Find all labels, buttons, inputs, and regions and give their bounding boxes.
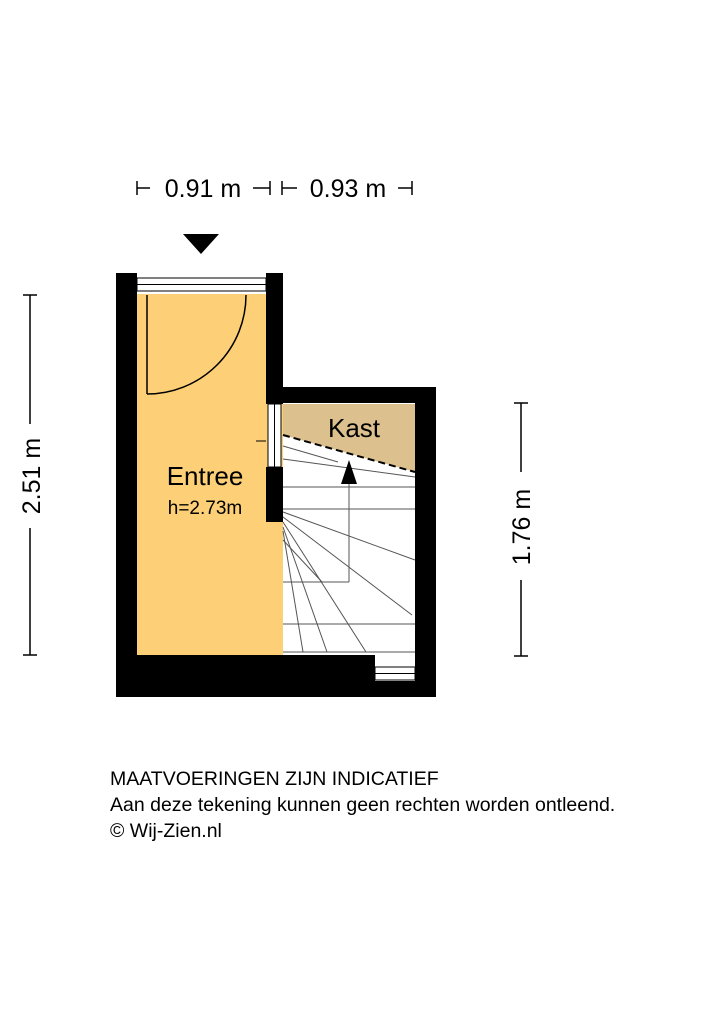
walls — [116, 273, 436, 697]
disclaimer-notes: MAATVOERINGEN ZIJN INDICATIEF Aan deze t… — [110, 766, 615, 844]
dimension-right-height: 1.76 m — [508, 489, 536, 565]
entrance-arrow-icon — [183, 234, 219, 254]
entrance-door — [146, 294, 247, 395]
dimension-top-left: 0.91 m — [165, 175, 241, 203]
stair-direction-arrow-icon — [341, 460, 357, 484]
dimension-top-right: 0.93 m — [310, 175, 386, 203]
top-window — [136, 277, 267, 292]
left-dimension — [23, 294, 37, 656]
copyright-line: © Wij-Zien.nl — [110, 820, 222, 842]
kast-room — [283, 404, 415, 472]
side-window — [256, 403, 282, 468]
entree-label: Entree — [167, 461, 244, 491]
right-dimension — [514, 402, 528, 657]
disclaimer-line-2: Aan deze tekening kunnen geen rechten wo… — [110, 794, 616, 816]
top-dimension — [136, 181, 413, 195]
kast-label: Kast — [328, 413, 381, 443]
entree-room — [137, 294, 283, 655]
disclaimer-line-1: MAATVOERINGEN ZIJN INDICATIEF — [110, 768, 439, 790]
bottom-window — [374, 666, 416, 681]
entree-height-label: h=2.73m — [168, 498, 242, 519]
dimension-left-height: 2.51 m — [18, 438, 46, 514]
kast-dashed-boundary — [282, 434, 416, 473]
